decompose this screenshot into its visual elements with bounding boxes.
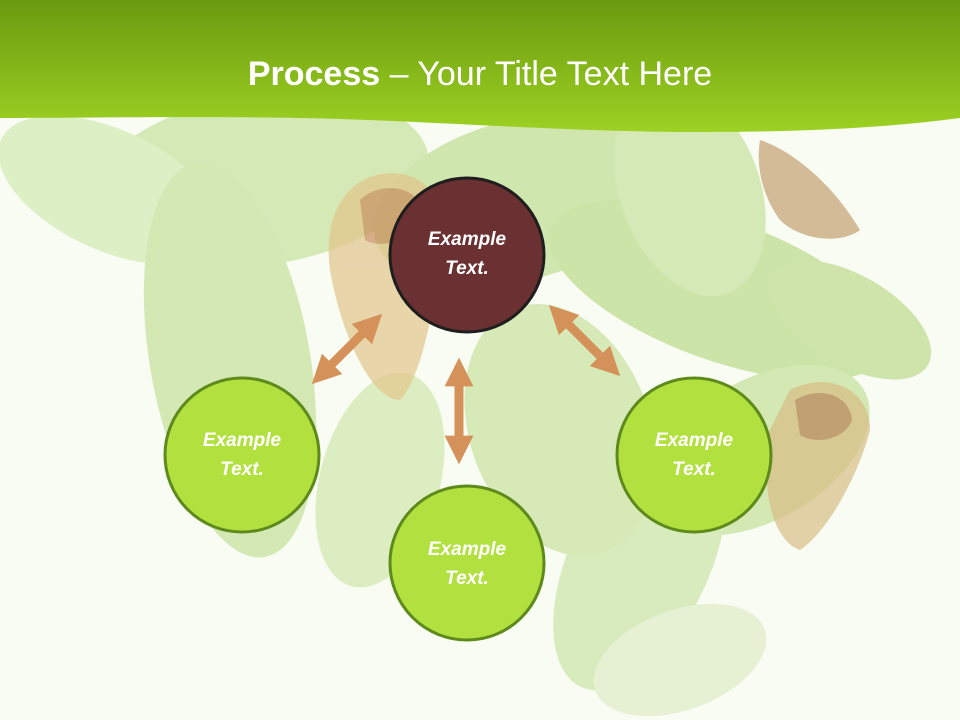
title-separator: – [380, 55, 418, 93]
left-node-text: Example Text. [167, 426, 317, 484]
center-node-text: Example Text. [392, 225, 542, 283]
title-banner [0, 0, 960, 132]
right-node-text: Example Text. [619, 426, 769, 484]
title-bold: Process [247, 55, 381, 93]
bottom-node-circle [388, 484, 546, 642]
slide-title: Process – Your Title Text Here [0, 52, 960, 96]
center-node-circle [388, 176, 546, 334]
right-node-line2: Text. [672, 459, 716, 480]
center-node-line1: Example [427, 229, 507, 250]
right-node-line1: Example [654, 430, 734, 451]
bottom-node-line2: Text. [445, 568, 489, 589]
bottom-node-line1: Example [427, 539, 507, 560]
arrow-top-to-right [548, 304, 621, 377]
left-node-circle [163, 376, 321, 534]
bottom-node-text: Example Text. [392, 535, 542, 593]
left-node-line1: Example [202, 430, 282, 451]
center-node-line2: Text. [445, 258, 489, 279]
left-node-line2: Text. [220, 459, 264, 480]
arrow-top-to-left [311, 313, 383, 385]
title-rest: Your Title Text Here [417, 55, 713, 93]
right-node-circle [615, 376, 773, 534]
